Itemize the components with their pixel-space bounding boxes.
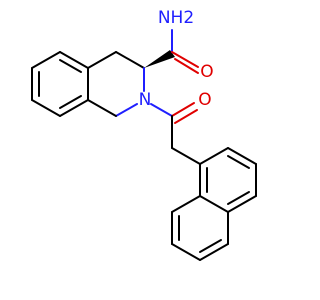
bond	[227, 147, 257, 165]
n-acyl	[150, 102, 201, 165]
amide-nh2-label: NH2	[158, 8, 194, 28]
bond	[87, 99, 117, 117]
bond	[171, 243, 201, 261]
bond	[199, 243, 229, 261]
carboxamide-oxygen-label: O	[200, 62, 213, 82]
bond	[227, 195, 257, 213]
bond	[59, 59, 82, 73]
bond	[31, 99, 61, 117]
bond	[199, 195, 229, 213]
bond	[150, 103, 173, 117]
bond	[171, 102, 195, 117]
bond	[59, 51, 89, 69]
bond	[31, 51, 61, 69]
bond	[171, 147, 201, 165]
stereo-wedge	[144, 50, 175, 68]
molecule-scaled: NH2 O N O	[31, 8, 257, 261]
ring-piperidine	[87, 51, 145, 117]
naphthalene-ring-lower	[171, 195, 229, 261]
bond	[174, 109, 198, 124]
bond	[227, 191, 250, 205]
ring-benzo	[31, 51, 89, 117]
bond	[174, 58, 199, 74]
bond	[171, 195, 201, 213]
bond	[115, 103, 138, 117]
bond	[115, 51, 145, 69]
naphthalene-ring-upper	[199, 147, 257, 213]
ring-nitrogen-label: N	[139, 90, 152, 110]
carboxamide	[144, 29, 199, 74]
bond	[227, 155, 250, 169]
bond	[199, 147, 229, 165]
bond	[59, 95, 82, 109]
bond	[199, 239, 222, 253]
atom-labels: NH2 O N O	[139, 8, 214, 110]
bond	[171, 51, 199, 68]
acyl-oxygen-label: O	[198, 90, 211, 110]
bond	[87, 51, 117, 69]
bond	[59, 99, 89, 117]
